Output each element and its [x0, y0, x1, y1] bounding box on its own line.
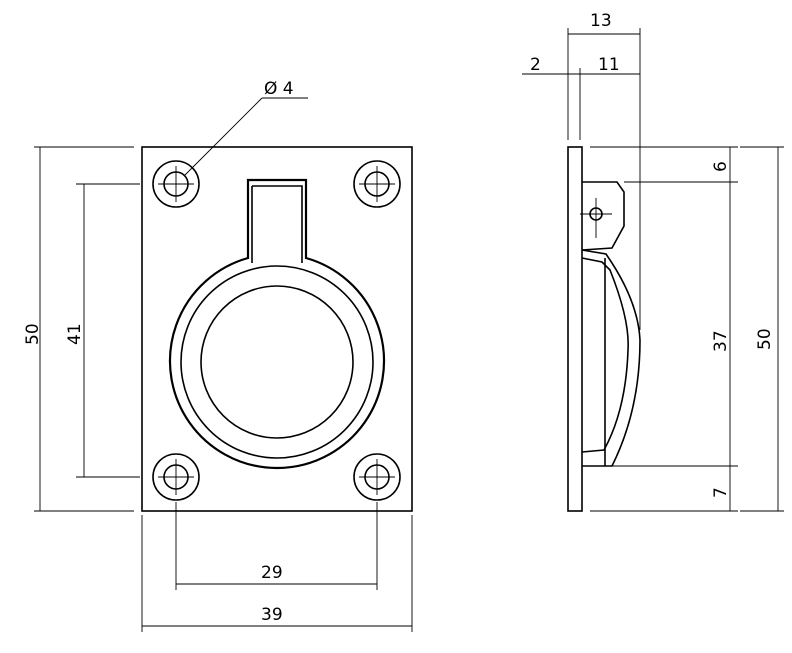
dim-overall-width: 39: [141, 515, 413, 632]
hole-spacing-horizontal-label: 29: [261, 563, 283, 583]
hole-spacing-vertical-label: 41: [65, 323, 85, 345]
dim-hole-spacing-vertical: 41: [65, 183, 140, 478]
ring-depth-label: 11: [598, 55, 620, 75]
dim-overall-height-front: 50: [23, 146, 134, 512]
hole-diameter-label: Ø 4: [264, 79, 294, 99]
screw-hole-bottom-right: [353, 453, 401, 501]
dim-hole-spacing-horizontal: 29: [175, 502, 378, 590]
dim-side-depth: 13 2 11: [522, 11, 641, 330]
side-plate: [567, 146, 583, 512]
front-view: Ø 4 50 41 29 39: [23, 79, 413, 632]
screw-hole-top-left: [152, 160, 200, 208]
plate-thickness-label: 2: [530, 55, 541, 75]
hole-diameter-callout: Ø 4: [183, 79, 308, 177]
ring-profile: [581, 249, 641, 467]
mounting-plate: [141, 146, 413, 512]
top-offset-label: 6: [711, 161, 731, 172]
dim-side-heights: 6 37 7: [590, 146, 738, 512]
screw-hole-bottom-left: [152, 453, 200, 501]
pull-ring: [168, 178, 386, 470]
dim-overall-height-side: 50: [740, 146, 784, 512]
side-view: 13 2 11 6 37 7 50: [522, 11, 784, 512]
bottom-offset-label: 7: [711, 487, 731, 498]
overall-width-label: 39: [261, 605, 283, 625]
overall-height-front-label: 50: [23, 323, 43, 345]
screw-hole-top-right: [353, 160, 401, 208]
hinge-bracket: [581, 181, 625, 251]
overall-depth-label: 13: [590, 11, 612, 31]
overall-height-side-label: 50: [755, 328, 775, 350]
ring-height-label: 37: [711, 330, 731, 352]
